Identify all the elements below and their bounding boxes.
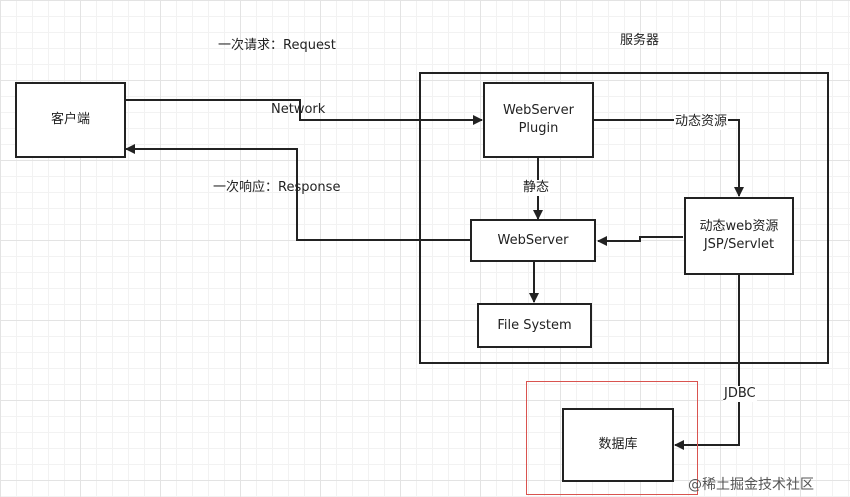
dynamic-label-line2: JSP/Servlet [703,237,775,252]
plugin-label-line2: Plugin [518,121,559,136]
request-label: 一次请求：Request [218,38,336,53]
static-label: 静态 [522,180,551,196]
dynamic-resource-label: 动态资源 [674,114,729,130]
jdbc-label: JDBC [723,386,757,402]
database-label: 数据库 [598,437,638,452]
webserver-node: WebServer [470,219,596,262]
filesystem-label: File System [497,317,572,333]
webserver-label: WebServer [497,232,569,248]
client-node: 客户端 [15,82,126,158]
request-arrow [126,99,483,125]
filesystem-node: File System [477,303,592,348]
client-label: 客户端 [50,112,90,127]
jdbc-arrow [674,275,740,450]
dynamic-label-line1: 动态web资源 [699,219,779,234]
dynamic-to-webserver-arrow [597,236,683,246]
server-container [419,72,829,364]
dynamic-resource-arrow [594,119,744,197]
response-label: 一次响应：Response [213,180,341,195]
database-highlight-frame [526,381,698,495]
dynamic-web-resource-node: 动态web资源 JSP/Servlet [684,197,794,275]
server-label: 服务器 [620,33,660,48]
webserver-plugin-node: WebServer Plugin [483,82,594,158]
response-arrow [125,144,470,241]
database-node: 数据库 [562,408,674,482]
network-label: Network [271,102,326,117]
watermark-text: @稀土掘金技术社区 [688,477,814,493]
plugin-label-line1: WebServer [503,103,574,118]
